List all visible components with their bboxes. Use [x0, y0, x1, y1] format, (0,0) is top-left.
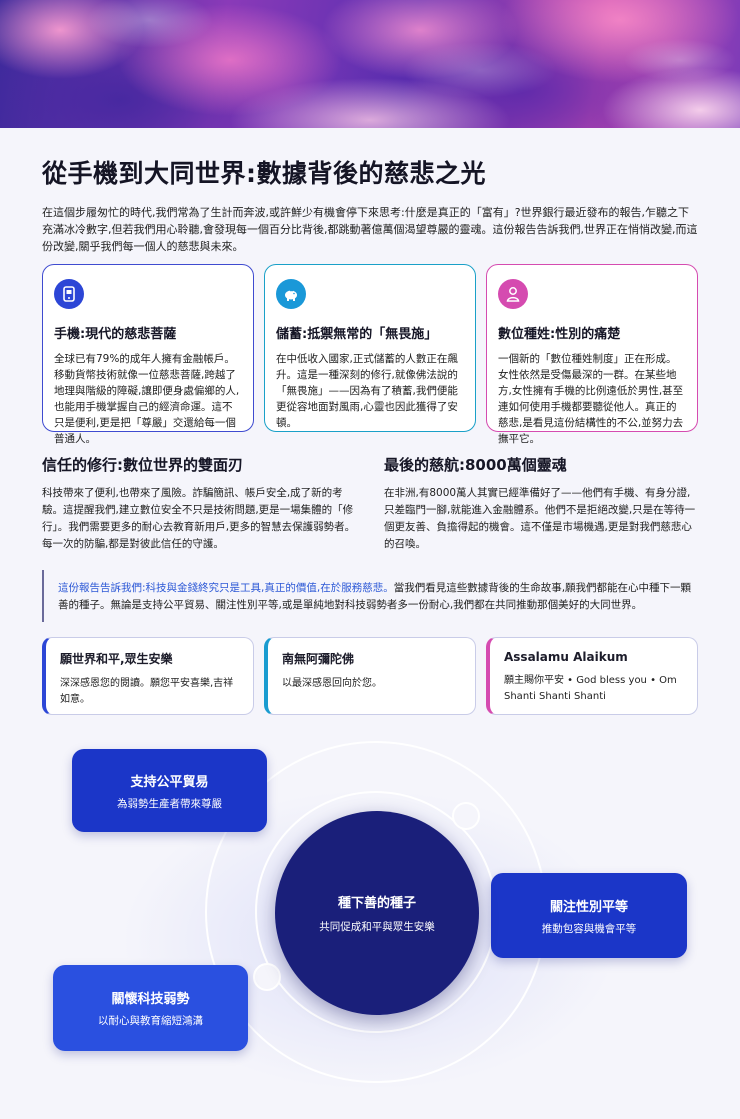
section-heading-trust: 信任的修行:數位世界的雙面刃 — [42, 456, 243, 474]
node-gender-equality: 關注性別平等 推動包容與機會平等 — [491, 873, 687, 958]
blessing-title: 南無阿彌陀佛 — [282, 652, 355, 666]
node-tech-vulnerable: 關懷科技弱勢 以耐心與教育縮短鴻溝 — [53, 965, 248, 1051]
ring-node-top — [452, 802, 480, 830]
blessing-text: 以最深感恩回向於您。 — [282, 678, 382, 689]
section-text-last-voyage: 在非洲,有8000萬人其實已經準備好了——他們有手機、有身分證,只差臨門一腳,就… — [384, 487, 696, 550]
node-title: 關注性別平等 — [549, 899, 628, 915]
node-subtitle: 推動包容與機會平等 — [541, 922, 637, 935]
blessing-text: 願主賜你平安 • God bless you • Om Shanti Shant… — [504, 675, 677, 702]
card-title: 儲蓄:抵禦無常的「無畏施」 — [276, 327, 438, 342]
ring-node-bottom — [253, 963, 281, 991]
node-title: 支持公平貿易 — [130, 774, 209, 790]
card-text: 在中低收入國家,正式儲蓄的人數正在飆升。這是一種深刻的修行,就像佛法說的「無畏施… — [276, 353, 458, 429]
center-seed-circle: 種下善的種子 共同促成和平與眾生安樂 — [275, 811, 479, 1015]
node-fair-trade: 支持公平貿易 為弱勢生產者帶來尊嚴 — [72, 749, 267, 832]
card-title: 手機:現代的慈悲菩薩 — [54, 327, 177, 342]
card-text: 全球已有79%的成年人擁有金融帳戶。移動貨幣技術就像一位慈悲菩薩,跨越了地理與階… — [54, 353, 240, 445]
intro-paragraph: 在這個步履匆忙的時代,我們常為了生計而奔波,或許鮮少有機會停下來思考:什麼是真正… — [42, 206, 698, 253]
person-icon — [498, 279, 528, 309]
card-gender: 數位種姓:性別的痛楚 一個新的「數位種姓制度」正在形成。女性依然是受傷最深的一群… — [486, 264, 698, 445]
node-title: 關懷科技弱勢 — [111, 992, 190, 1007]
blessing-card-amitabha: 南無阿彌陀佛 以最深感恩回向於您。 — [264, 637, 476, 715]
quote-highlight: 這份報告告訴我們:科技與金錢終究只是工具,真正的價值,在於服務慈悲。 — [58, 582, 394, 594]
page-title: 從手機到大同世界:數據背後的慈悲之光 — [42, 159, 486, 188]
card-text: 一個新的「數位種姓制度」正在形成。女性依然是受傷最深的一群。在某些地方,女性擁有… — [498, 353, 684, 445]
blessing-text: 深深感恩您的閱讀。願您平安喜樂,吉祥如意。 — [60, 678, 234, 705]
card-savings: 儲蓄:抵禦無常的「無畏施」 在中低收入國家,正式儲蓄的人數正在飆升。這是一種深刻… — [264, 264, 476, 432]
diagram-rings — [205, 741, 547, 1083]
blessing-card-interfaith: Assalamu Alaikum 願主賜你平安 • God bless you … — [486, 637, 698, 715]
phone-icon — [54, 279, 84, 309]
node-subtitle: 以耐心與教育縮短鴻溝 — [98, 1015, 203, 1027]
section-text-trust: 科技帶來了便利,也帶來了風險。詐騙簡訊、帳戶安全,成了新的考驗。這提醒我們,建立… — [42, 487, 356, 550]
card-phone: 手機:現代的慈悲菩薩 全球已有79%的成年人擁有金融帳戶。移動貨幣技術就像一位慈… — [42, 264, 254, 445]
section-heading-last-voyage: 最後的慈航:8000萬個靈魂 — [384, 456, 567, 474]
node-subtitle: 為弱勢生產者帶來尊嚴 — [117, 797, 222, 810]
card-title: 數位種姓:性別的痛楚 — [498, 327, 621, 342]
center-subtitle: 共同促成和平與眾生安樂 — [319, 921, 435, 933]
quote-text: 當我們看見這些數據背後的生命故事,願我們都能在心中種下一顆善的種子。無論是支持公… — [58, 582, 692, 611]
quote-block: 這份報告告訴我們:科技與金錢終究只是工具,真正的價值,在於服務慈悲。當我們看見這… — [42, 570, 698, 622]
hero-banner — [0, 0, 740, 128]
piggy-bank-icon — [276, 279, 306, 309]
blessing-title: Assalamu Alaikum — [504, 650, 628, 664]
blessing-card-buddhist: 願世界和平,眾生安樂 深深感恩您的閱讀。願您平安喜樂,吉祥如意。 — [42, 637, 254, 715]
blessing-title: 願世界和平,眾生安樂 — [60, 652, 173, 666]
center-title: 種下善的種子 — [337, 896, 416, 911]
